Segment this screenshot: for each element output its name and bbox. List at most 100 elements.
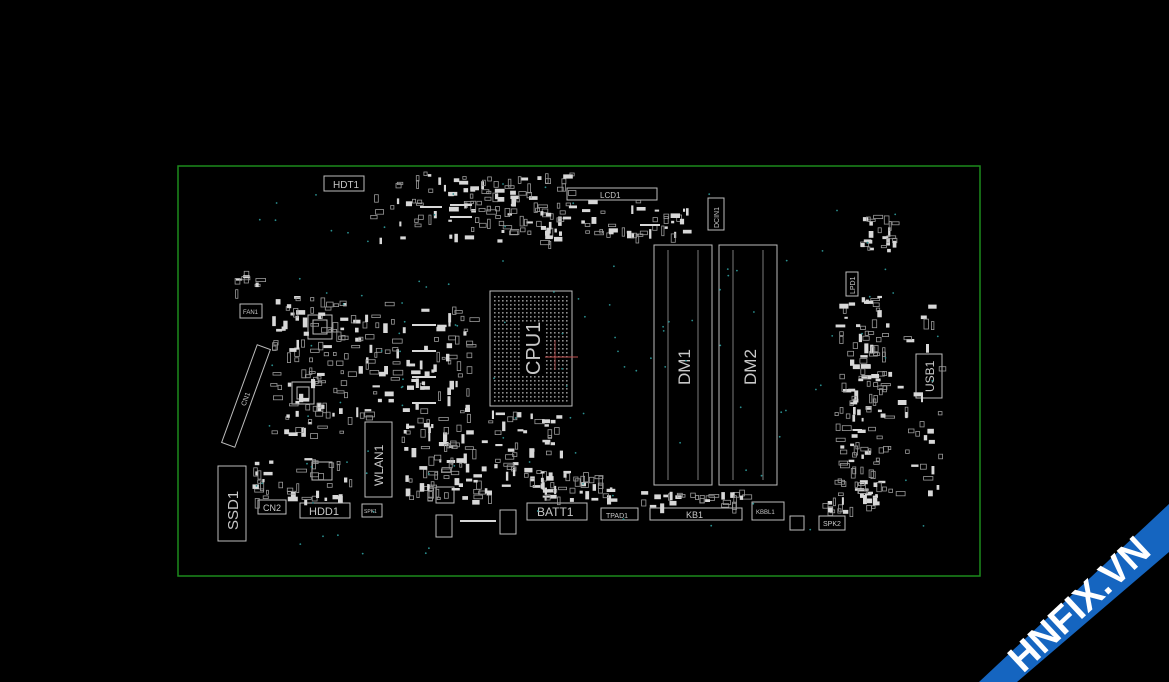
ic-u-left-mid[interactable] xyxy=(291,381,315,405)
spk1-connector[interactable] xyxy=(361,503,383,518)
smd-part xyxy=(497,197,505,202)
smd-part xyxy=(608,230,614,235)
cpu1-label: CPU1 xyxy=(523,322,545,375)
smd-part xyxy=(272,316,276,327)
smd-part xyxy=(433,454,442,461)
smd-part xyxy=(557,496,561,506)
smd-part xyxy=(858,378,864,382)
smd-part xyxy=(319,404,325,409)
smd-part xyxy=(554,236,563,242)
cpu-ball xyxy=(526,320,528,322)
cpu-ball xyxy=(494,300,496,302)
smd-part xyxy=(891,221,900,226)
wlan1-slot[interactable] xyxy=(364,421,393,498)
test-point xyxy=(347,231,349,234)
ssd1-slot[interactable] xyxy=(217,465,247,542)
smd-part xyxy=(456,458,464,463)
smd-part xyxy=(589,476,595,484)
cpu-ball xyxy=(562,324,564,326)
smd-part xyxy=(505,471,509,481)
batt1-connector[interactable] xyxy=(526,502,588,521)
cpu-ball xyxy=(546,312,548,314)
smd-part xyxy=(287,496,298,502)
cpu-ball xyxy=(506,372,508,374)
smd-part xyxy=(550,494,557,499)
smd-part xyxy=(332,351,337,356)
smd-part xyxy=(411,448,417,458)
cpu-ball xyxy=(566,312,568,314)
smd-part xyxy=(318,312,326,316)
smd-part xyxy=(870,298,880,301)
smd-part xyxy=(476,200,482,206)
smd-part xyxy=(423,468,428,479)
ic-u-right-bottom[interactable] xyxy=(789,515,805,531)
hdd1-connector[interactable] xyxy=(299,502,351,519)
smd-part xyxy=(390,205,395,210)
smd-part xyxy=(574,478,581,487)
smd-part xyxy=(450,457,454,465)
cpu-ball xyxy=(506,300,508,302)
cpu-ball xyxy=(494,316,496,318)
test-point xyxy=(778,435,781,438)
kbbl1-connector[interactable] xyxy=(751,501,785,521)
smd-part xyxy=(559,231,562,236)
test-point xyxy=(372,510,375,513)
lpd1-connector[interactable] xyxy=(845,271,859,297)
cpu-ball xyxy=(566,328,568,330)
smd-part xyxy=(325,411,331,419)
cpu-ball xyxy=(494,324,496,326)
trace-part xyxy=(450,216,472,218)
smd-part xyxy=(511,198,516,207)
smd-part xyxy=(822,503,829,509)
smd-part xyxy=(923,476,934,481)
smd-part xyxy=(523,430,528,434)
cn2-connector[interactable] xyxy=(257,499,287,515)
smd-part xyxy=(419,466,428,470)
cpu-ball xyxy=(550,388,552,390)
spk2-connector[interactable] xyxy=(818,515,846,531)
ic-u-ec[interactable] xyxy=(435,514,453,538)
smd-part xyxy=(654,209,660,212)
smd-part xyxy=(861,417,864,422)
cpu1-socket[interactable] xyxy=(489,290,573,407)
smd-part xyxy=(521,177,529,181)
smd-part xyxy=(857,409,861,416)
cpu-ball xyxy=(498,332,500,334)
smd-part xyxy=(512,462,519,466)
kb1-connector[interactable] xyxy=(649,507,743,521)
smd-part xyxy=(556,415,563,419)
cpu-ball xyxy=(510,396,512,398)
smd-part xyxy=(542,419,550,424)
lcd1-connector[interactable] xyxy=(566,187,658,201)
smd-part xyxy=(877,295,882,299)
fan1-connector[interactable] xyxy=(239,303,263,319)
smd-part xyxy=(870,470,876,479)
cpu-ball xyxy=(518,348,520,350)
test-point xyxy=(650,357,652,360)
dcin1-connector[interactable] xyxy=(707,197,725,231)
cpu-ball xyxy=(506,356,508,358)
dm1-slot[interactable] xyxy=(653,244,713,486)
cpu-ball xyxy=(514,296,516,298)
cn1-connector[interactable] xyxy=(220,344,272,448)
cpu-ball xyxy=(538,392,540,394)
smd-part xyxy=(850,402,858,405)
dm2-slot[interactable] xyxy=(718,244,778,486)
smd-part xyxy=(536,470,542,474)
smd-part xyxy=(937,411,943,416)
smd-part xyxy=(520,227,526,233)
cpu-ball xyxy=(546,336,548,338)
smd-part xyxy=(541,208,549,213)
tpad1-connector[interactable] xyxy=(600,507,639,521)
ic-u-header[interactable] xyxy=(499,509,517,535)
smd-part xyxy=(664,226,668,229)
cn1-label: CN1 xyxy=(241,391,252,407)
cpu-ball xyxy=(566,344,568,346)
smd-part xyxy=(428,470,439,476)
cpu-ball xyxy=(510,376,512,378)
cpu-ball xyxy=(562,300,564,302)
usb1-port[interactable] xyxy=(915,353,943,399)
hdt1-connector[interactable] xyxy=(323,175,365,192)
smd-part xyxy=(928,304,937,309)
smd-part xyxy=(856,324,861,328)
